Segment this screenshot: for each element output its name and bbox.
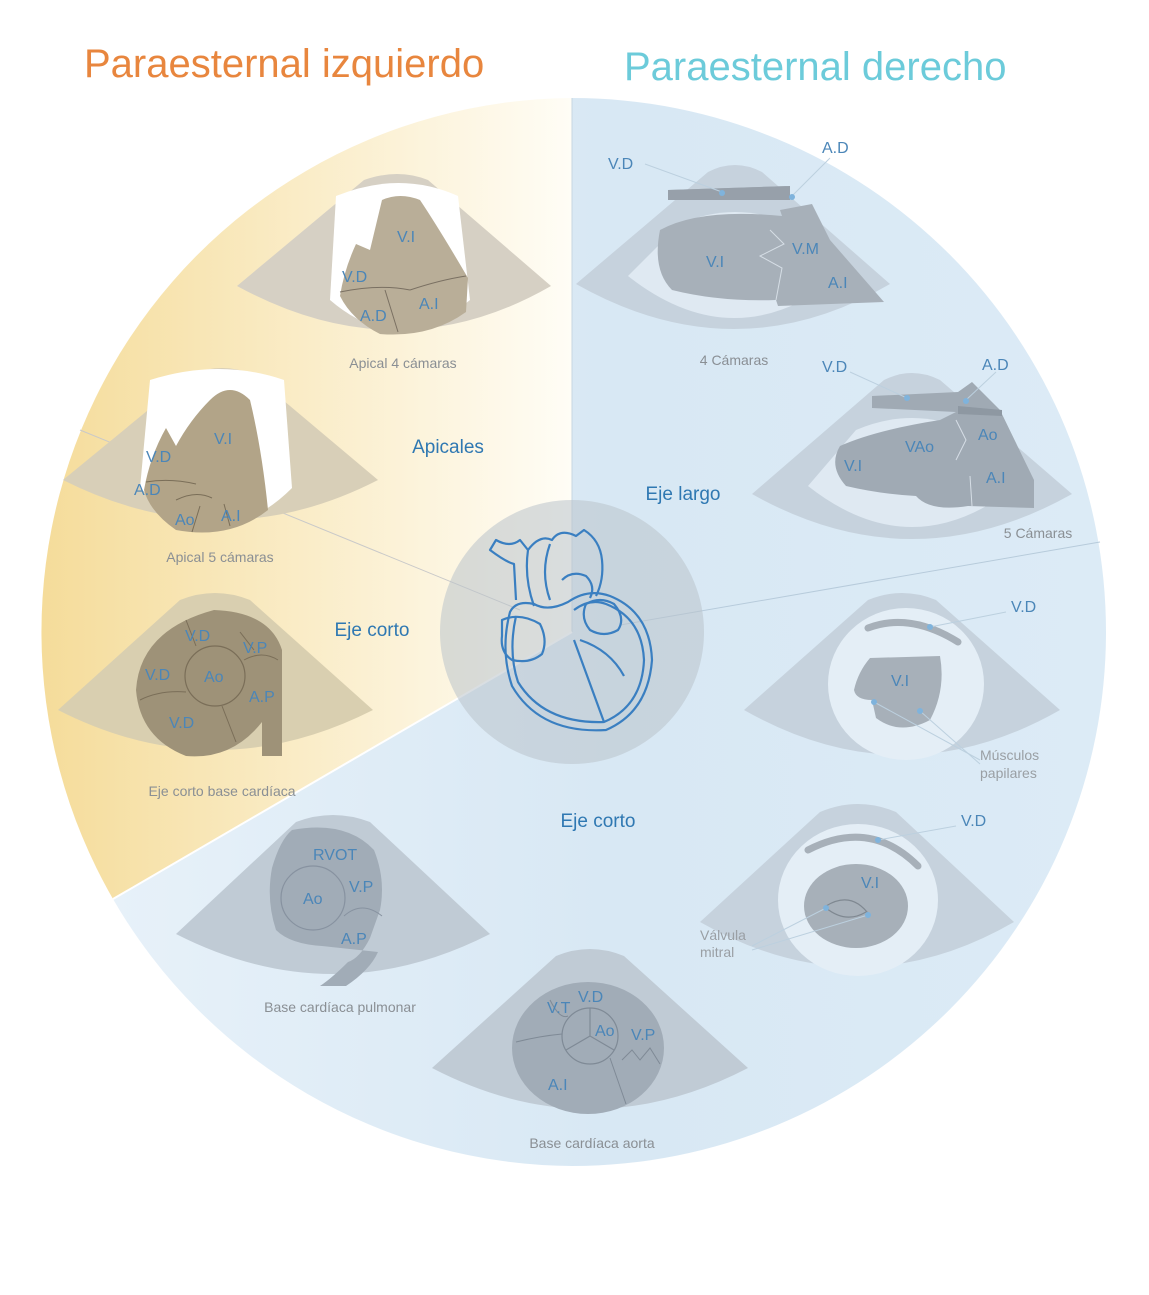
label-apical4-vd: V.D [342,269,367,286]
label-ejecorto-vd1: V.D [185,628,210,645]
label-ejecorto-vd2: V.D [145,667,170,684]
view-apical-5-camaras: V.I V.D A.D Ao A.I Apical 5 cámaras [63,368,378,565]
label-5cam-ai: A.I [986,470,1006,487]
label-aorta-ao: Ao [595,1023,615,1040]
label-aorta-vt: V.T [547,1000,571,1017]
label-4cam-ai: A.I [828,275,848,292]
note-mitral-line2: mitral [700,944,734,960]
label-apical5-vi: V.I [214,431,232,448]
label-mitral-vi: V.I [861,875,879,892]
section-label-eje-largo: Eje largo [646,484,721,505]
note-mitral-line1: Válvula [700,927,746,943]
label-mitral-vd: V.D [961,813,986,830]
view-valvula-mitral: V.D V.I Válvula mitral [700,804,1014,976]
label-aorta-vd: V.D [578,989,603,1006]
label-pulmonar-vp: V.P [349,879,373,896]
label-apical5-ad: A.D [134,482,161,499]
label-4cam-vd: V.D [608,156,633,173]
label-ejecorto-vd3: V.D [169,715,194,732]
label-apical4-ai: A.I [419,296,439,313]
section-label-apicales: Apicales [412,437,484,458]
note-musculos-line1: Músculos [980,747,1039,763]
caption-apical5: Apical 5 cámaras [166,549,273,565]
label-4cam-vm: V.M [792,241,819,258]
note-musculos-line2: papilares [980,765,1037,781]
view-base-cardiaca-pulmonar: RVOT Ao V.P A.P Base cardíaca pulmonar [176,815,490,1015]
label-pulmonar-ap: A.P [341,931,367,948]
view-musculos-papilares: V.D V.I Músculos papilares [744,593,1060,781]
label-5cam-ao: Ao [978,427,998,444]
label-pulmonar-ao: Ao [303,891,323,908]
label-5cam-vd: V.D [822,359,847,376]
view-apical-4-camaras: V.I V.D A.I A.D Apical 4 cámaras [237,174,551,371]
heart-icon [488,528,654,732]
label-musculos-vi: V.I [891,673,909,690]
label-pulmonar-rvot: RVOT [313,847,357,864]
center-disc [440,500,704,764]
title-paraesternal-izquierdo: Paraesternal izquierdo [84,42,485,86]
label-5cam-ad: A.D [982,357,1009,374]
label-ejecorto-ao: Ao [204,669,224,686]
label-apical5-ao: Ao [175,512,195,529]
caption-ejecorto-base: Eje corto base cardíaca [148,783,295,799]
label-apical5-ai: A.I [221,508,241,525]
label-ejecorto-ap: A.P [249,689,275,706]
view-5-camaras: V.D A.D VAo Ao V.I A.I 5 Cámaras [752,357,1072,541]
label-aorta-vp: V.P [631,1027,655,1044]
caption-5-camaras: 5 Cámaras [1004,525,1072,541]
label-ejecorto-vp: V.P [243,640,267,657]
caption-apical4: Apical 4 cámaras [349,355,456,371]
view-eje-corto-base: V.D V.P V.D Ao A.P V.D Eje corto base ca… [58,593,373,799]
label-4cam-vi: V.I [706,254,724,271]
label-5cam-vao: VAo [905,439,934,456]
label-4cam-ad: A.D [822,140,849,157]
label-musculos-vd: V.D [1011,599,1036,616]
view-4-camaras: V.D A.D V.I V.M A.I 4 Cámaras [576,140,890,368]
label-apical4-vi: V.I [397,229,415,246]
label-apical4-ad: A.D [360,308,387,325]
caption-4-camaras: 4 Cámaras [700,352,768,368]
caption-base-aorta: Base cardíaca aorta [529,1135,655,1151]
section-label-eje-corto-left: Eje corto [335,620,410,641]
label-aorta-ai: A.I [548,1077,568,1094]
caption-base-pulmonar: Base cardíaca pulmonar [264,999,416,1015]
label-apical5-vd: V.D [146,449,171,466]
label-5cam-vi: V.I [844,458,862,475]
section-label-eje-corto-bottom: Eje corto [561,811,636,832]
title-paraesternal-derecho: Paraesternal derecho [624,45,1007,89]
view-base-cardiaca-aorta: V.T V.D Ao V.P A.I Base cardíaca aorta [432,949,748,1151]
